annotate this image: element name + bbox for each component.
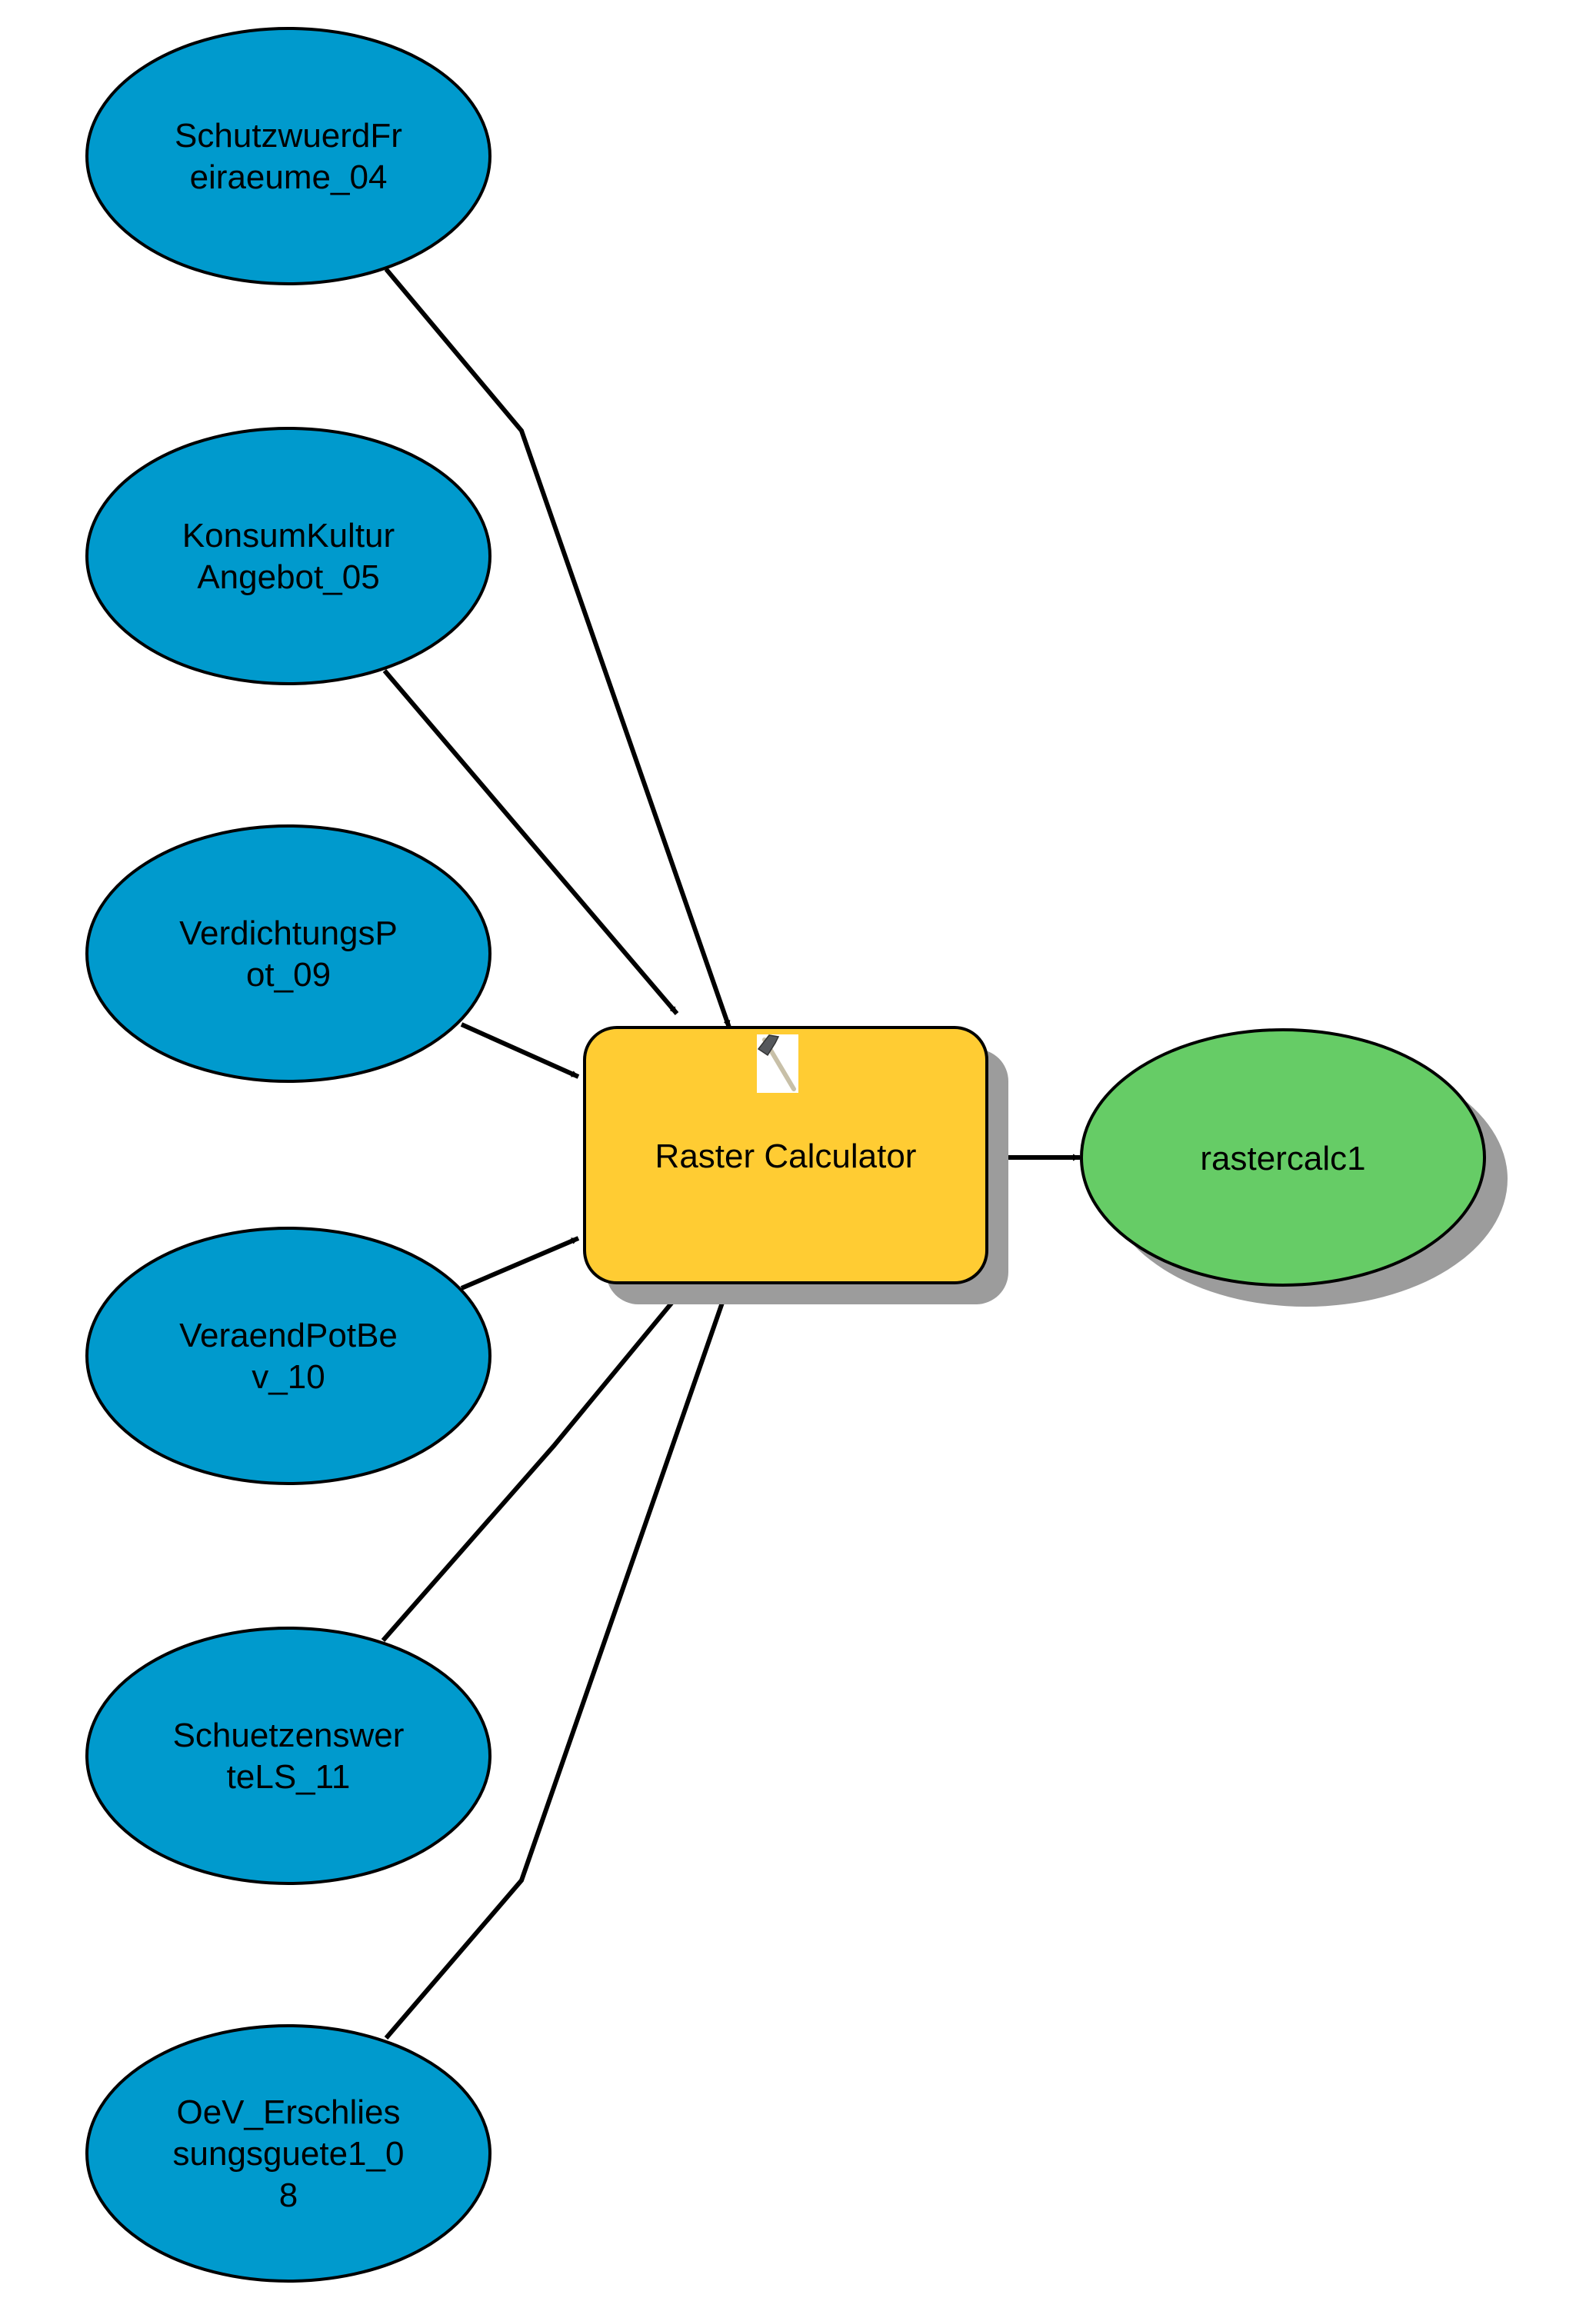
input-ellipse[interactable] xyxy=(85,1627,491,1885)
output-ellipse[interactable] xyxy=(1080,1028,1486,1287)
connector-in6-to-tool[interactable] xyxy=(384,1282,731,2040)
connector-in5-to-tool[interactable] xyxy=(381,1295,679,1642)
input-label-line: teLS_11 xyxy=(227,1758,351,1796)
input-label-line: VerdichtungsP xyxy=(179,914,398,952)
input-ellipse[interactable] xyxy=(85,2024,491,2283)
tool-label: Raster Calculator xyxy=(655,1137,917,1175)
input-node-in6[interactable]: OeV_Erschlies sungsguete1_08 xyxy=(85,2024,491,2283)
hammer-icon xyxy=(757,1034,798,1093)
input-ellipse[interactable] xyxy=(85,824,491,1083)
connector-in2-to-tool[interactable] xyxy=(382,669,679,1015)
output-label: rastercalc1 xyxy=(1200,1140,1365,1177)
input-label-line: SchutzwuerdFr xyxy=(175,117,402,155)
input-node-in5[interactable]: Schuetzenswer teLS_11 xyxy=(85,1627,491,1885)
input-ellipse[interactable] xyxy=(85,427,491,685)
tool-node-raster-calculator[interactable]: Raster Calculator xyxy=(583,1026,988,1284)
connector-in3-to-tool[interactable] xyxy=(460,1022,580,1079)
input-label-line: Angebot_05 xyxy=(197,558,379,596)
input-label-line: ot_09 xyxy=(246,956,331,994)
tool-box[interactable] xyxy=(583,1026,988,1284)
input-node-in4[interactable]: VeraendPotBe v_10 xyxy=(85,1227,491,1485)
input-label-line: sungsguete1_0 xyxy=(173,2135,405,2173)
input-label-line: OeV_Erschlies xyxy=(176,2093,400,2131)
connector-in4-to-tool[interactable] xyxy=(460,1236,580,1291)
input-label-line: eiraeume_04 xyxy=(190,158,388,196)
input-ellipse[interactable] xyxy=(85,1227,491,1485)
connector-in1-to-tool[interactable] xyxy=(384,268,731,1028)
input-label-line: v_10 xyxy=(252,1358,325,1396)
input-label-line: VeraendPotBe xyxy=(179,1317,398,1354)
input-label-line: Schuetzenswer xyxy=(173,1717,405,1754)
input-label-line: 8 xyxy=(279,2176,298,2214)
nodes: SchutzwuerdFreiraeume_04KonsumKulturAnge… xyxy=(85,27,1508,2283)
output-node-rastercalc1[interactable]: rastercalc1 xyxy=(1080,1028,1486,1287)
connectors xyxy=(381,268,1080,2040)
input-label-line: KonsumKultur xyxy=(182,517,395,555)
input-ellipse[interactable] xyxy=(85,27,491,285)
input-node-in3[interactable]: VerdichtungsP ot_09 xyxy=(85,824,491,1083)
